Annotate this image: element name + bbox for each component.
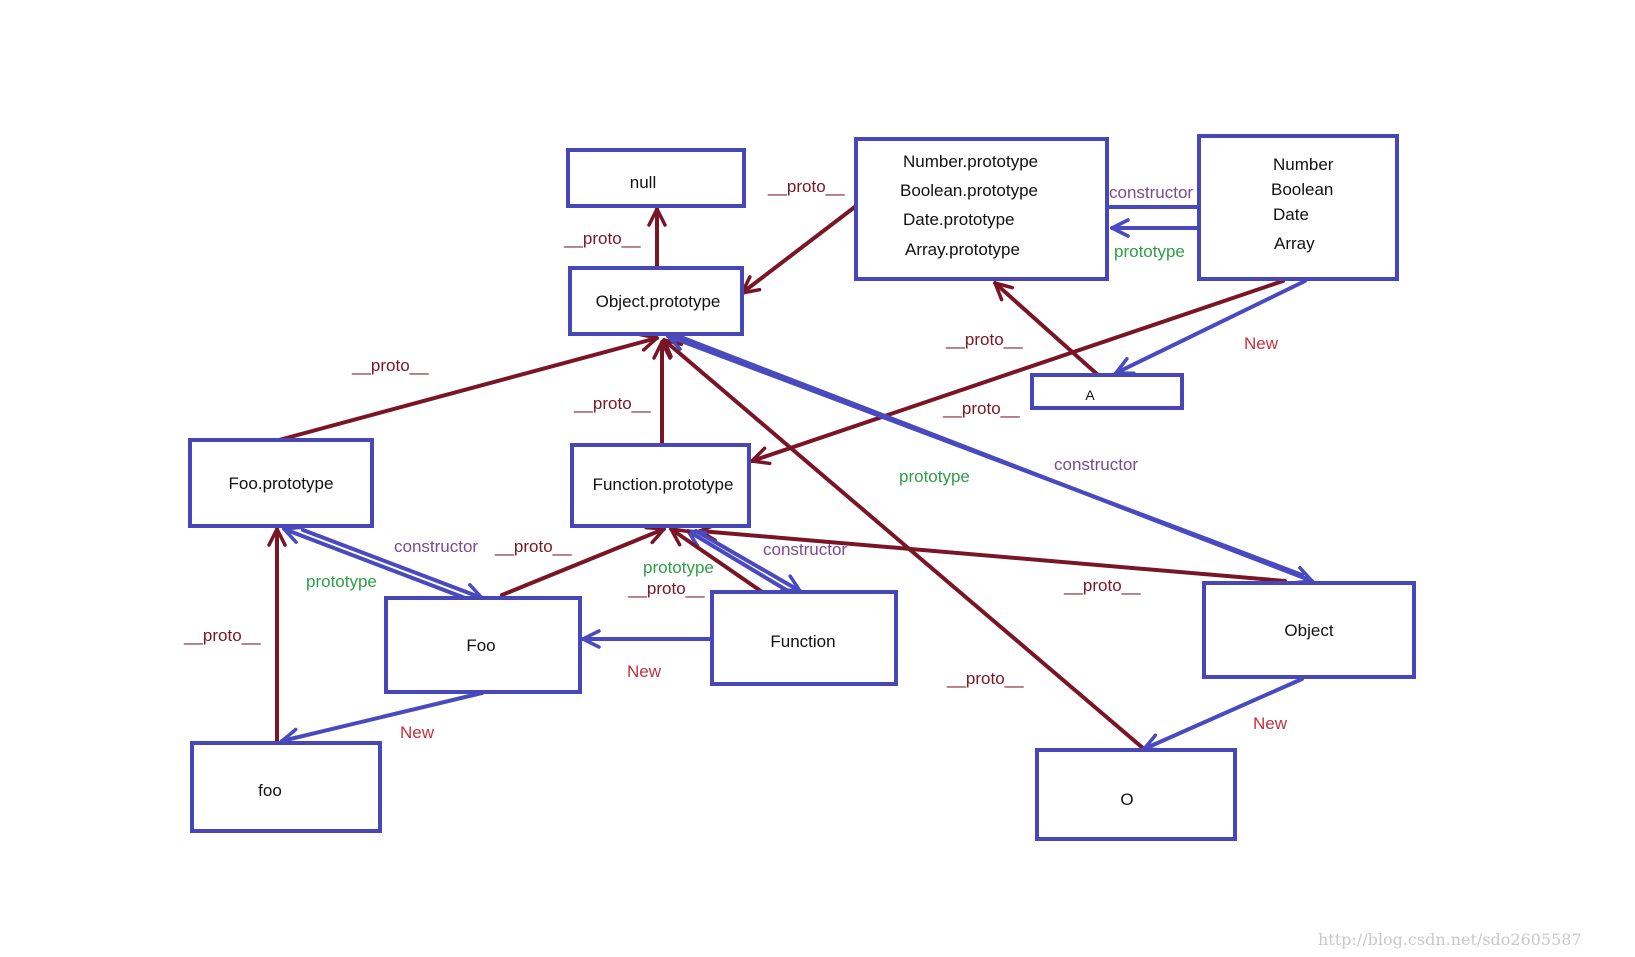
node-builtin-constructors-line4: Array (1274, 234, 1315, 253)
node-object: Object (1202, 581, 1416, 679)
node-a-label: A (1085, 387, 1095, 403)
label-proto-builtinprototypes: __proto__ (767, 177, 845, 196)
node-function-prototype: Function.prototype (570, 443, 751, 528)
edge-function-prototype-functionprototype (686, 529, 790, 593)
node-o-box (1035, 748, 1237, 841)
edge-object-proto-functionprototype (698, 522, 1287, 583)
node-builtin-prototypes-line3: Date.prototype (903, 210, 1015, 229)
node-o: O (1035, 748, 1237, 841)
label-proto-function: __proto__ (627, 579, 705, 598)
edge-functionprototype-constructor-function (694, 529, 802, 593)
node-null-label: null (630, 173, 656, 192)
node-builtin-constructors-box (1197, 134, 1399, 281)
node-builtin-constructors-line1: Number (1273, 155, 1334, 174)
node-builtin-prototypes: Number.prototype Boolean.prototype Date.… (854, 137, 1109, 281)
edge-object-new-o (1142, 677, 1304, 752)
node-object-prototype: Object.prototype (568, 266, 744, 336)
node-builtin-prototypes-box (854, 137, 1109, 281)
label-constructor-object: constructor (1054, 455, 1138, 474)
label-prototype-function: prototype (643, 558, 714, 577)
label-constructor-foo: constructor (394, 537, 478, 556)
edge-builtinctors-new-a (1114, 279, 1307, 375)
node-object-prototype-label: Object.prototype (596, 292, 721, 311)
node-foo-box (384, 596, 582, 694)
node-object-box (1202, 581, 1416, 679)
node-function-box (710, 590, 898, 686)
edge-builtinprototypes-proto-objectprototype (740, 201, 862, 295)
label-new-fooinstance: New (400, 723, 435, 742)
label-prototype-object: prototype (899, 467, 970, 486)
edge-a-proto-builtinprototypes (993, 281, 1100, 377)
node-builtin-constructors-line3: Date (1273, 205, 1309, 224)
edge-labels: __proto__ __proto__ constructor prototyp… (183, 177, 1288, 742)
nodes: null Object.prototype Number.prototype B… (188, 134, 1416, 841)
node-function-label: Function (770, 632, 835, 651)
node-foo-instance-box (190, 741, 382, 833)
node-foo-prototype-box (188, 438, 374, 528)
edge-foo-new-fooinstance (280, 691, 484, 747)
edge-objectprototype-constructor-object (676, 334, 1314, 585)
label-prototype-builtin: prototype (1114, 242, 1185, 261)
label-prototype-foo: prototype (306, 572, 377, 591)
node-builtin-constructors: Number Boolean Date Array (1197, 134, 1399, 281)
node-foo: Foo (384, 596, 582, 694)
label-constructor-builtin: constructor (1109, 183, 1193, 202)
node-object-label: Object (1284, 621, 1333, 640)
node-foo-prototype-label: Foo.prototype (229, 474, 334, 493)
label-proto-fooprototype: __proto__ (351, 356, 429, 375)
node-function-prototype-label: Function.prototype (593, 475, 734, 494)
edge-builtinctors-proto-functionprototype (750, 279, 1285, 466)
edge-foo-prototype-fooprototype (282, 525, 467, 600)
node-function-prototype-box (570, 443, 751, 528)
edge-fooprototype-proto-objectprototype (277, 332, 659, 442)
label-proto-object: __proto__ (1063, 576, 1141, 595)
node-o-label: O (1120, 790, 1133, 809)
node-foo-instance: foo (190, 741, 382, 833)
edges (267, 201, 1314, 752)
label-new-a: New (1244, 334, 1279, 353)
node-builtin-prototypes-line1: Number.prototype (903, 152, 1038, 171)
node-foo-instance-label: foo (258, 781, 282, 800)
edge-o-proto-objectprototype (662, 338, 1146, 751)
edge-fooprototype-constructor-foo (301, 528, 484, 602)
label-proto-fooinstance: __proto__ (183, 626, 261, 645)
label-proto-o: __proto__ (946, 669, 1024, 688)
label-proto-functionprototype: __proto__ (573, 394, 651, 413)
node-foo-prototype: Foo.prototype (188, 438, 374, 528)
node-builtin-prototypes-line2: Boolean.prototype (900, 181, 1038, 200)
node-object-prototype-box (568, 266, 744, 336)
label-proto-a: __proto__ (945, 330, 1023, 349)
node-function: Function (710, 590, 898, 686)
edge-function-proto-functionprototype (669, 527, 767, 596)
node-a-box (1030, 373, 1184, 410)
node-builtin-prototypes-line4: Array.prototype (905, 240, 1020, 259)
label-proto-builtinctors: __proto__ (942, 399, 1020, 418)
label-proto-null: __proto__ (563, 229, 641, 248)
node-null: null (566, 148, 746, 208)
watermark: http://blog.csdn.net/sdo2605587 (1318, 930, 1582, 949)
node-builtin-constructors-line2: Boolean (1271, 180, 1333, 199)
node-a: A (1030, 373, 1184, 410)
label-new-o: New (1253, 714, 1288, 733)
node-null-box (566, 148, 746, 208)
label-proto-foo: __proto__ (494, 537, 572, 556)
label-new-foo: New (627, 662, 662, 681)
edge-foo-proto-functionprototype (500, 525, 666, 597)
label-constructor-function: constructor (763, 540, 847, 559)
node-foo-label: Foo (466, 636, 495, 655)
